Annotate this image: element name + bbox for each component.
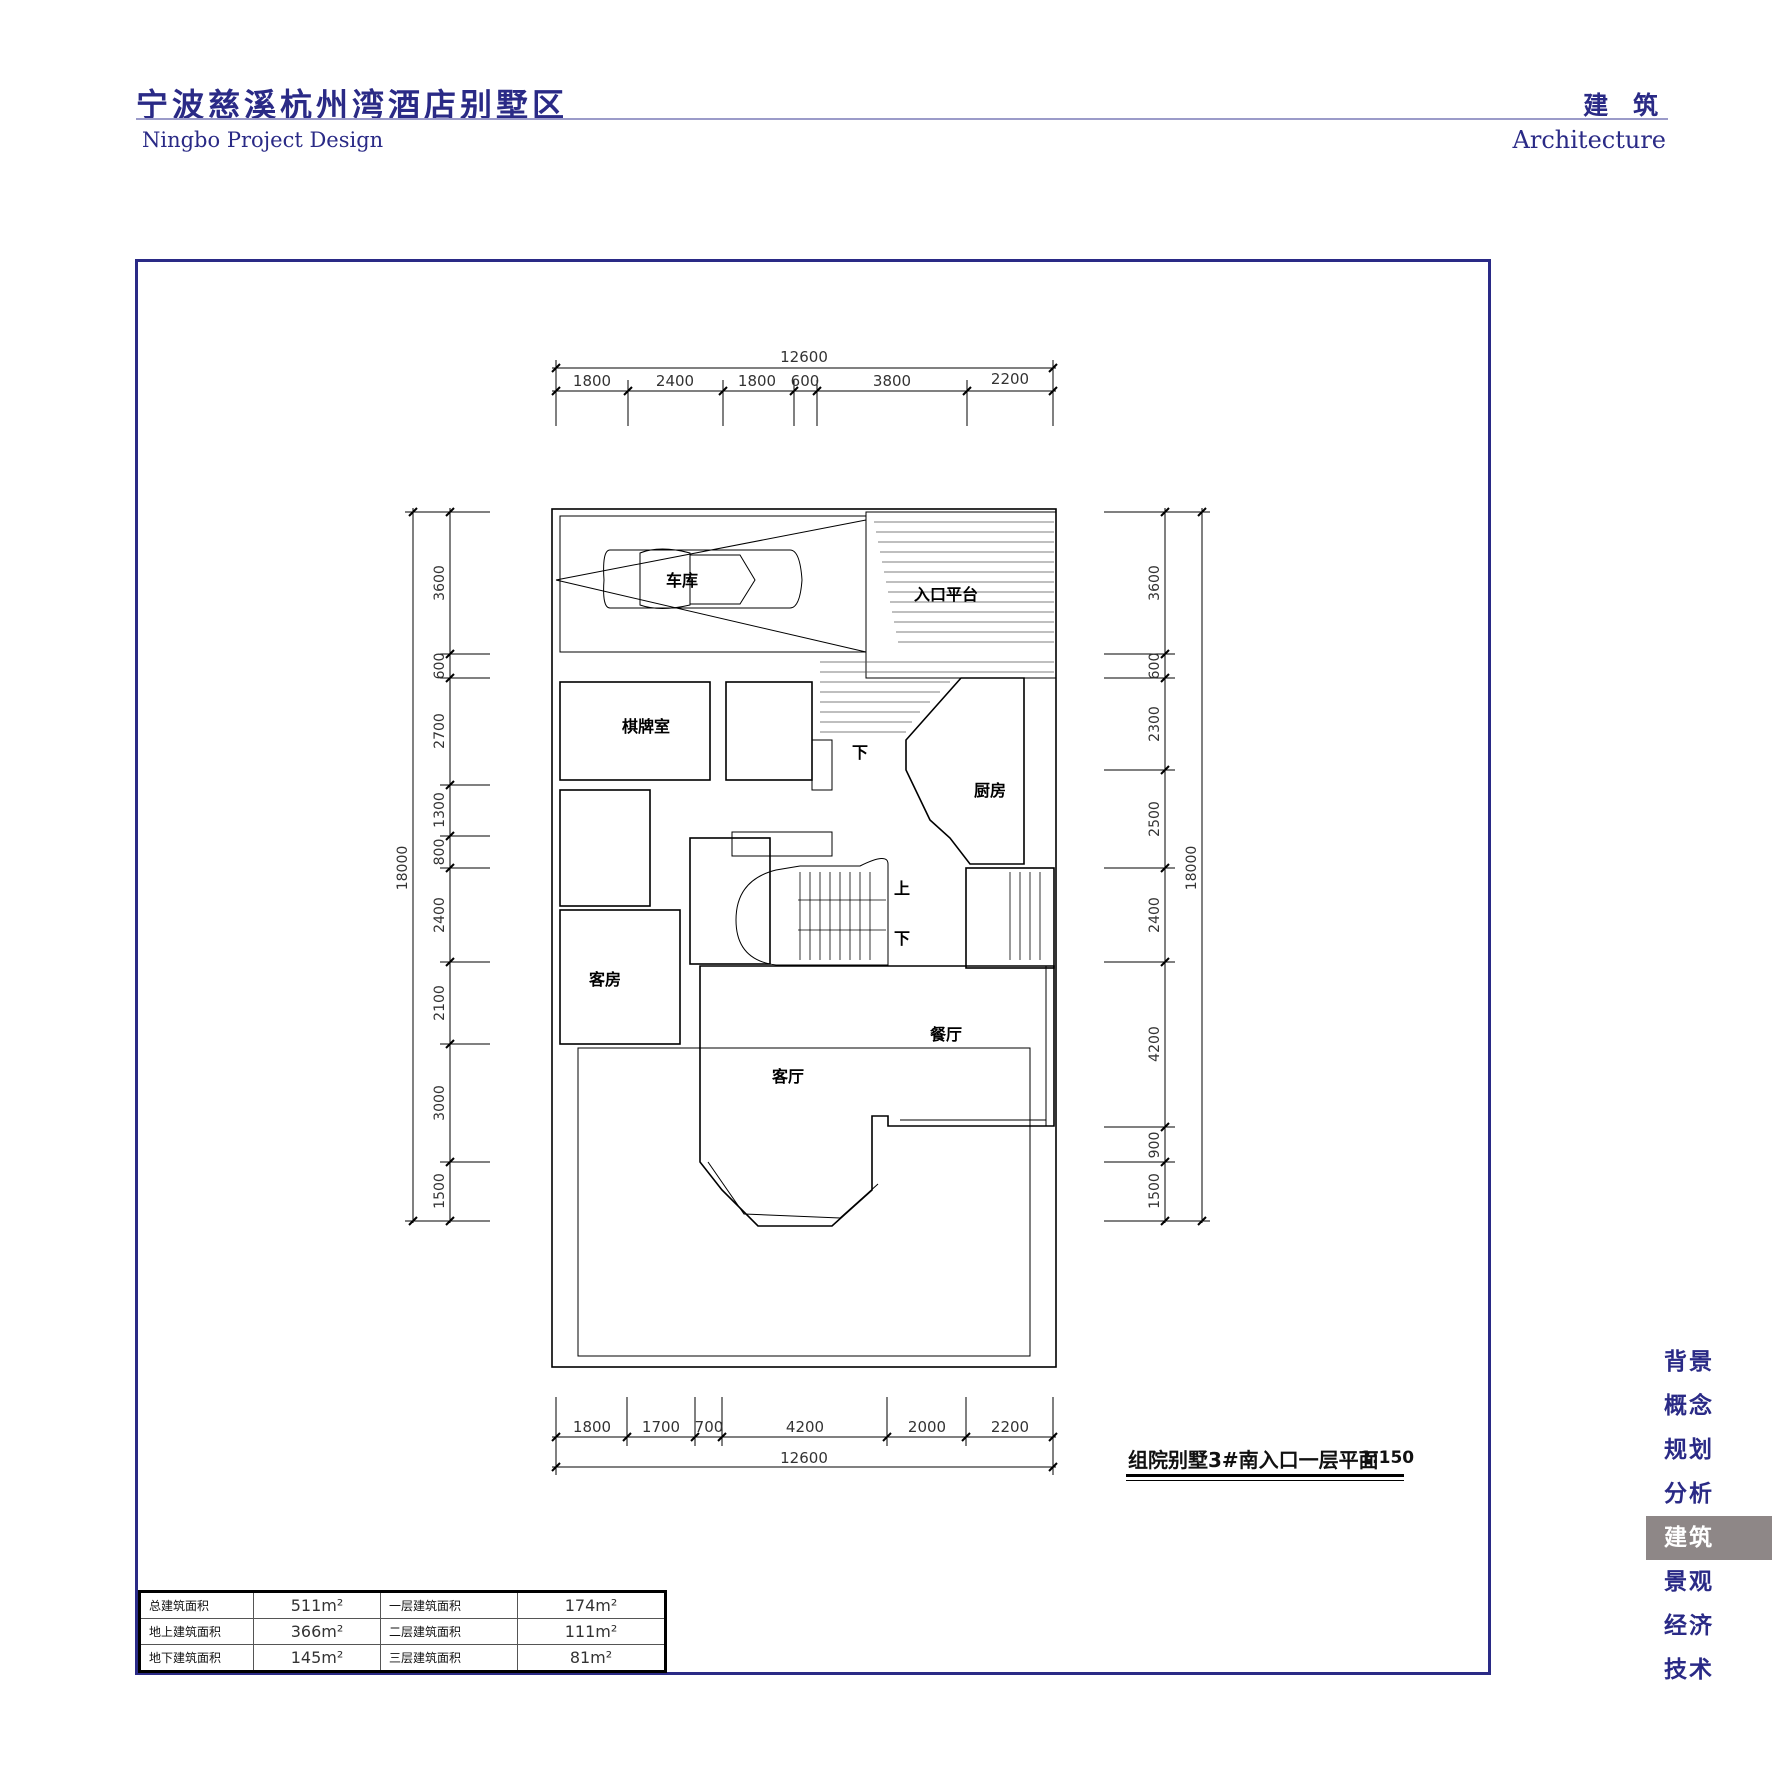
dim-right-4: 2500 [1147,801,1163,837]
dim-left-3: 2700 [432,713,448,749]
room-garage: 车库 [666,571,698,590]
dim-bottom-1: 1800 [573,1418,611,1436]
table-cell: 三层建筑面积 [380,1644,518,1672]
dim-bottom-total: 12600 [780,1449,828,1467]
table-cell: 111m² [517,1618,666,1645]
dim-bottom-5: 2000 [908,1418,946,1436]
dim-bottom-3: 700 [695,1418,724,1436]
room-guest: 客房 [589,970,621,989]
dim-right-8: 1500 [1147,1173,1163,1209]
dim-right-total: 18000 [1184,846,1200,891]
drawing-frame [135,259,1491,1675]
header-title-en: Ningbo Project Design [142,128,384,152]
header-title-cn: 宁波慈溪杭州湾酒店别墅区 [136,86,569,124]
nav-item-architecture[interactable]: 建筑 [1646,1516,1772,1560]
table-row: 总建筑面积 511m² 一层建筑面积 174m² [139,1591,666,1619]
dim-left-total: 18000 [395,846,411,891]
area-table: 总建筑面积 511m² 一层建筑面积 174m² 地上建筑面积 366m² 二层… [138,1590,667,1673]
table-cell: 二层建筑面积 [380,1618,518,1645]
nav-item-concept[interactable]: 概念 [1664,1393,1714,1419]
nav-item-economy[interactable]: 经济 [1664,1613,1714,1639]
dim-right-2: 600 [1147,653,1163,680]
room-entry: 入口平台 [914,585,978,604]
table-cell: 总建筑面积 [139,1591,254,1619]
dim-left-6: 2400 [432,897,448,933]
nav-item-technology[interactable]: 技术 [1664,1657,1714,1683]
dim-bottom-6: 2200 [991,1418,1029,1436]
dim-left-1: 3600 [432,565,448,601]
nav-item-planning[interactable]: 规划 [1664,1437,1714,1463]
table-cell: 511m² [253,1591,381,1619]
dim-left-4: 1300 [432,792,448,828]
dim-top-1: 1800 [573,372,611,390]
dim-top-4: 600 [791,372,820,390]
entry-down: 下 [852,743,868,762]
nav-item-background[interactable]: 背景 [1664,1349,1714,1375]
table-cell: 366m² [253,1618,381,1645]
dim-left-8: 3000 [432,1085,448,1121]
table-cell: 地下建筑面积 [139,1644,254,1672]
dim-top-6: 2200 [991,370,1029,388]
header-section-en: Architecture [1512,126,1666,154]
table-cell: 145m² [253,1644,381,1672]
room-living: 客厅 [772,1067,804,1086]
plan-scale: 1:150 [1360,1448,1415,1468]
room-cards: 棋牌室 [622,717,670,736]
header-section-cn: 建 筑 [1583,91,1666,120]
dim-left-9: 1500 [432,1173,448,1209]
room-kitchen: 厨房 [974,781,1006,800]
nav-item-analysis[interactable]: 分析 [1664,1481,1714,1507]
dim-top-total: 12600 [780,348,828,366]
stair-up: 上 [894,879,910,898]
header-divider [136,118,1668,120]
room-dining: 餐厅 [929,1025,962,1044]
dim-top-3: 1800 [738,372,776,390]
plan-title: 组院别墅3#南入口一层平面 [1128,1448,1379,1472]
table-row: 地下建筑面积 145m² 三层建筑面积 81m² [139,1644,666,1672]
table-cell: 174m² [517,1591,666,1619]
nav-item-landscape[interactable]: 景观 [1664,1569,1714,1595]
stair-down: 下 [894,929,910,948]
dim-right-5: 2400 [1147,897,1163,933]
plan-title-underline-thin [1126,1480,1404,1481]
table-cell: 一层建筑面积 [380,1591,518,1619]
dim-left-7: 2100 [432,985,448,1021]
dim-top-2: 2400 [656,372,694,390]
table-cell: 81m² [517,1644,666,1672]
dim-right-3: 2300 [1147,706,1163,742]
dim-left-5: 800 [432,839,448,866]
dim-bottom-4: 4200 [786,1418,824,1436]
side-nav: 背景 概念 规划 分析 建筑 景观 经济 技术 [1646,1340,1772,1692]
table-row: 地上建筑面积 366m² 二层建筑面积 111m² [139,1618,666,1645]
dim-right-1: 3600 [1147,565,1163,601]
dim-left-2: 600 [432,653,448,680]
dim-bottom-2: 1700 [642,1418,680,1436]
dim-right-6: 4200 [1147,1026,1163,1062]
dim-top-5: 3800 [873,372,911,390]
table-cell: 地上建筑面积 [139,1618,254,1645]
dim-right-7: 900 [1147,1132,1163,1159]
plan-title-underline [1126,1474,1404,1477]
